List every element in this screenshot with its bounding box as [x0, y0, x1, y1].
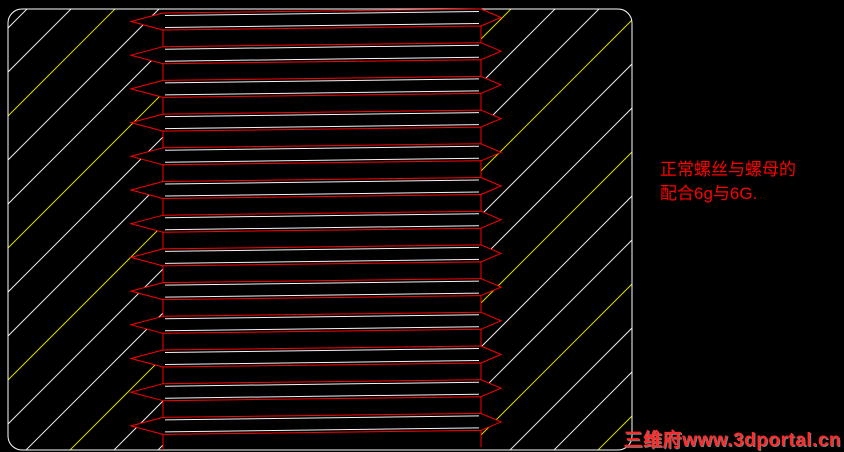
annotation: 正常螺丝与螺母的 配合6g与6G.	[660, 158, 796, 206]
nut-block-outline	[7, 8, 633, 451]
annotation-line-1: 正常螺丝与螺母的	[660, 160, 796, 179]
watermark: 三维府www.3dportal.cn	[623, 430, 841, 451]
thread-profile	[129, 8, 503, 450]
annotation-line-2: 配合6g与6G.	[660, 184, 758, 203]
